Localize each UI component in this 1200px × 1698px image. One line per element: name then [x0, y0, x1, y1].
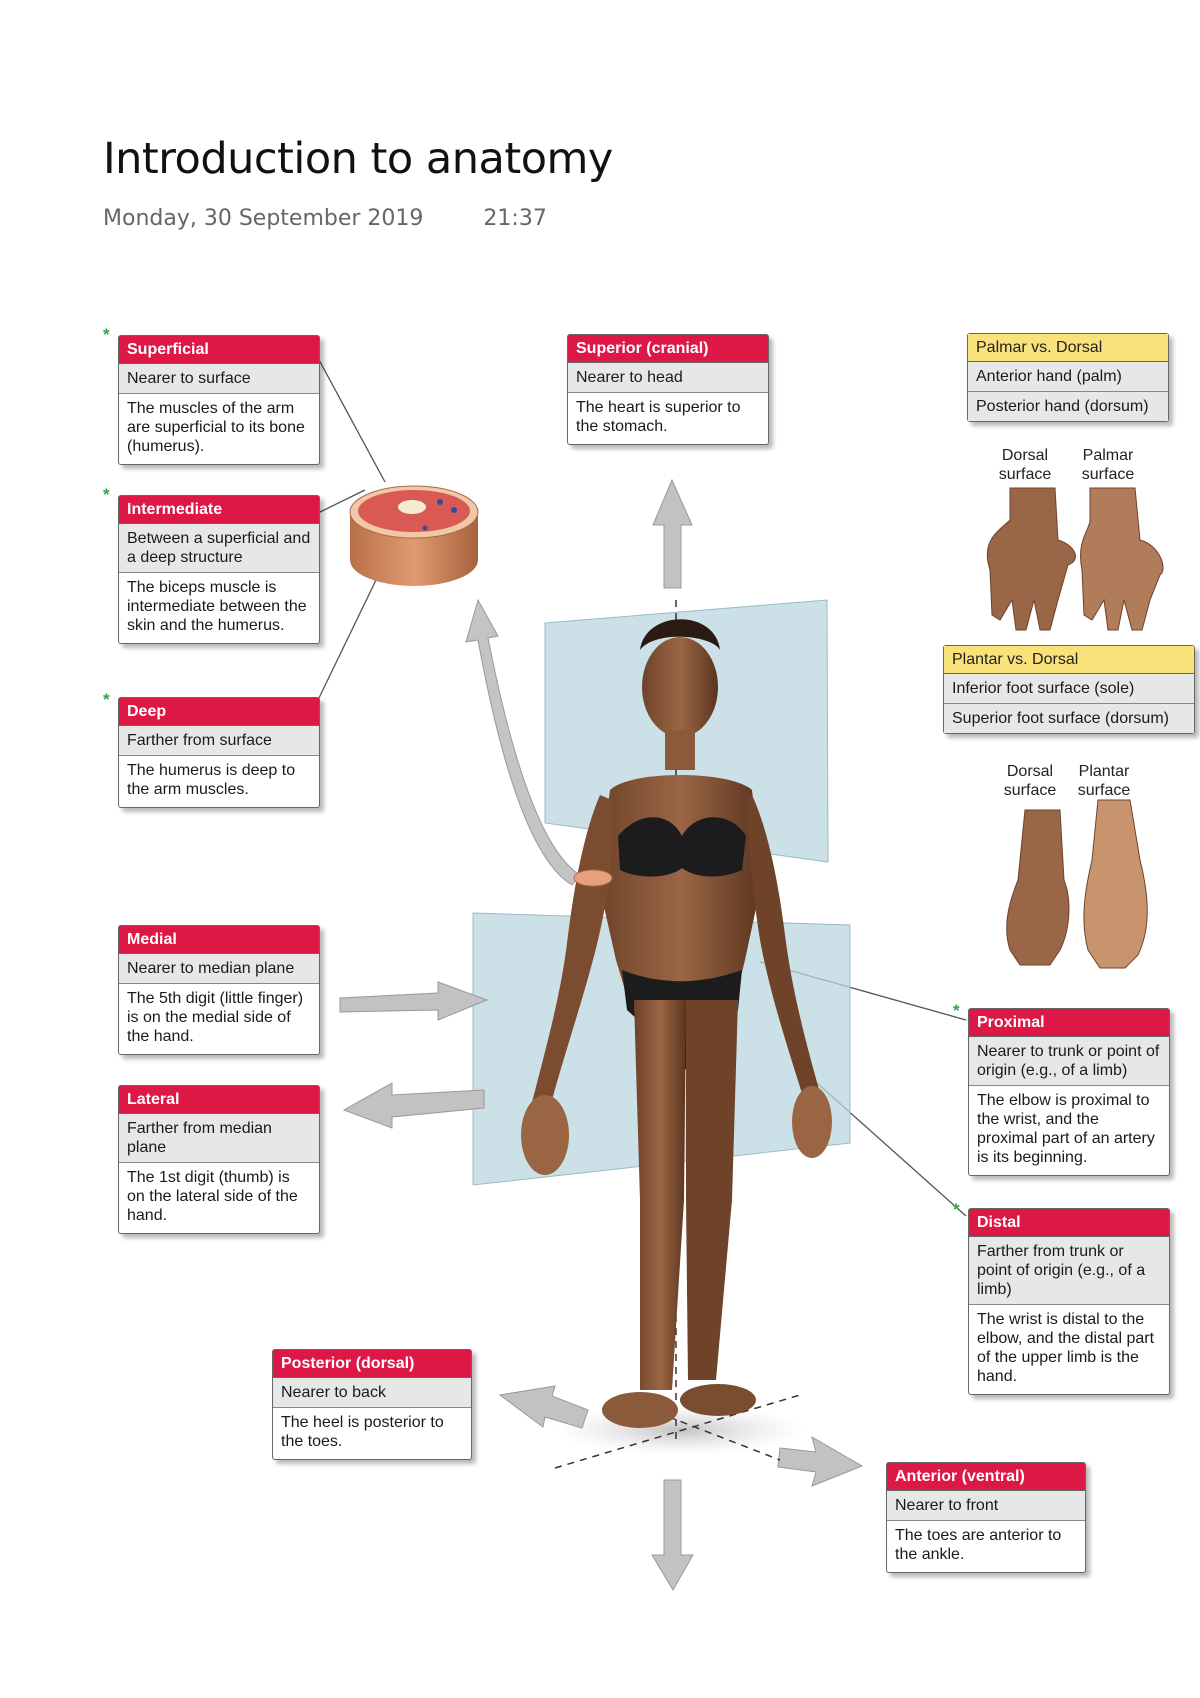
term-heading: Intermediate	[119, 496, 319, 524]
page-date: Monday, 30 September 2019	[103, 206, 424, 231]
compare-row: Anterior hand (palm)	[968, 362, 1168, 392]
term-heading: Medial	[119, 926, 319, 954]
term-example: The 1st digit (thumb) is on the lateral …	[127, 1169, 298, 1224]
term-example: The muscles of the arm are superficial t…	[127, 400, 305, 455]
term-example: The toes are anterior to the ankle.	[895, 1527, 1062, 1563]
term-definition: Farther from trunk or point of origin (e…	[969, 1237, 1169, 1305]
page-time: 21:37	[483, 206, 547, 231]
palmar-vs-dorsal-box: Palmar vs. Dorsal Anterior hand (palm) P…	[967, 333, 1169, 422]
term-superior: Superior (cranial) Nearer to head The he…	[567, 334, 769, 445]
term-definition: Between a superficial and a deep structu…	[119, 524, 319, 573]
term-heading: Distal	[969, 1209, 1169, 1237]
compare-row: Inferior foot surface (sole)	[944, 674, 1194, 704]
compare-heading: Plantar vs. Dorsal	[944, 646, 1194, 674]
term-definition: Nearer to trunk or point of origin (e.g.…	[969, 1037, 1169, 1086]
foot-dorsal-label: Dorsal surface	[1003, 763, 1057, 799]
plantar-vs-dorsal-box: Plantar vs. Dorsal Inferior foot surface…	[943, 645, 1195, 734]
hand-dorsal-label: Dorsal surface	[998, 447, 1052, 483]
term-heading: Proximal	[969, 1009, 1169, 1037]
term-example: The biceps muscle is intermediate betwee…	[127, 579, 307, 634]
term-example: The heel is posterior to the toes.	[281, 1414, 444, 1450]
term-example: The 5th digit (little finger) is on the …	[127, 990, 304, 1045]
term-posterior: Posterior (dorsal) Nearer to back The he…	[272, 1349, 472, 1460]
foot-illustrations	[1006, 799, 1148, 969]
term-intermediate: Intermediate Between a superficial and a…	[118, 495, 320, 644]
term-definition: Nearer to median plane	[119, 954, 319, 984]
term-distal: Distal Farther from trunk or point of or…	[968, 1208, 1170, 1395]
star-marker: *	[103, 485, 110, 504]
hand-illustrations	[986, 487, 1164, 631]
term-definition: Nearer to head	[568, 363, 768, 393]
term-example: The heart is superior to the stomach.	[576, 399, 741, 435]
foot-plantar-label: Plantar surface	[1077, 763, 1131, 799]
medial-arrow	[339, 981, 489, 1021]
compare-row: Posterior hand (dorsum)	[968, 392, 1168, 421]
lateral-arrow	[342, 1082, 485, 1129]
term-heading: Superficial	[119, 336, 319, 364]
star-marker: *	[953, 1200, 960, 1219]
term-definition: Farther from median plane	[119, 1114, 319, 1163]
term-heading: Posterior (dorsal)	[273, 1350, 471, 1378]
term-anterior: Anterior (ventral) Nearer to front The t…	[886, 1462, 1086, 1573]
term-example: The elbow is proximal to the wrist, and …	[977, 1092, 1155, 1166]
human-figure	[521, 619, 832, 1428]
section-arrow	[465, 598, 581, 886]
term-definition: Nearer to back	[273, 1378, 471, 1408]
anterior-arrow	[777, 1435, 864, 1487]
term-proximal: Proximal Nearer to trunk or point of ori…	[968, 1008, 1170, 1176]
term-example: The wrist is distal to the elbow, and th…	[977, 1311, 1155, 1385]
star-marker: *	[953, 1001, 960, 1020]
term-definition: Nearer to surface	[119, 364, 319, 394]
page-title: Introduction to anatomy	[103, 134, 613, 184]
compare-heading: Palmar vs. Dorsal	[968, 334, 1168, 362]
term-heading: Anterior (ventral)	[887, 1463, 1085, 1491]
page-timestamp: Monday, 30 September 2019 21:37	[103, 206, 547, 231]
term-lateral: Lateral Farther from median plane The 1s…	[118, 1085, 320, 1234]
hand-palmar-label: Palmar surface	[1081, 447, 1135, 483]
star-marker: *	[103, 690, 110, 709]
term-medial: Medial Nearer to median plane The 5th di…	[118, 925, 320, 1055]
term-deep: Deep Farther from surface The humerus is…	[118, 697, 320, 808]
term-heading: Deep	[119, 698, 319, 726]
term-superficial: Superficial Nearer to surface The muscle…	[118, 335, 320, 465]
star-marker: *	[103, 325, 110, 344]
superior-arrow	[652, 478, 693, 589]
term-example: The humerus is deep to the arm muscles.	[127, 762, 296, 798]
arm-cross-section	[349, 485, 479, 586]
term-heading: Superior (cranial)	[568, 335, 768, 363]
inferior-arrow	[651, 1479, 694, 1591]
compare-row: Superior foot surface (dorsum)	[944, 704, 1194, 733]
term-definition: Farther from surface	[119, 726, 319, 756]
term-definition: Nearer to front	[887, 1491, 1085, 1521]
term-heading: Lateral	[119, 1086, 319, 1114]
